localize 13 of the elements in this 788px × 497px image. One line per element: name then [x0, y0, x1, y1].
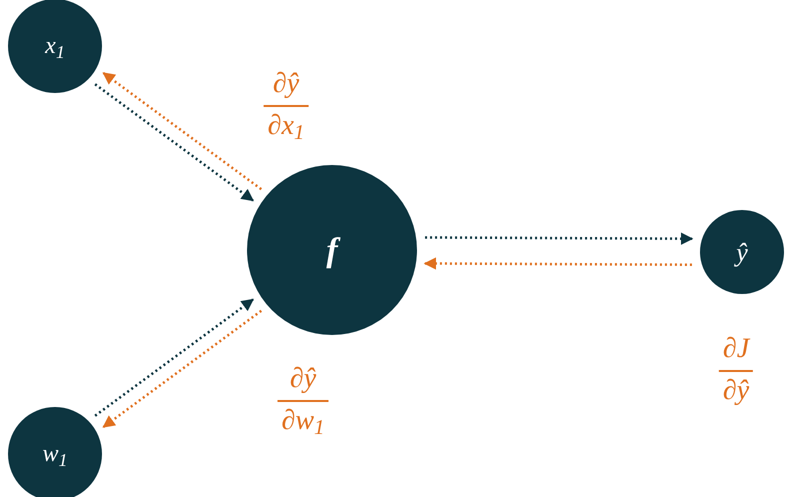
variable-label: f	[326, 224, 338, 276]
edge-label: ∂ŷ ∂w$_{1}$	[278, 358, 328, 442]
dotted-arrow	[424, 257, 692, 270]
variable-label: w$_{1}$	[42, 440, 68, 472]
dotted-arrow	[102, 310, 262, 428]
dotted-arrow	[425, 232, 694, 245]
variable-label: ŷ	[736, 236, 748, 269]
dotted-arrow	[94, 298, 254, 417]
variable-label: x$_{1}$	[45, 32, 65, 64]
dotted-arrow	[94, 83, 254, 202]
edge-label: ∂J ∂ŷ	[718, 328, 754, 412]
dotted-arrow	[102, 72, 262, 190]
edge-label: ∂ŷ ∂x$_{1}$	[264, 63, 308, 147]
